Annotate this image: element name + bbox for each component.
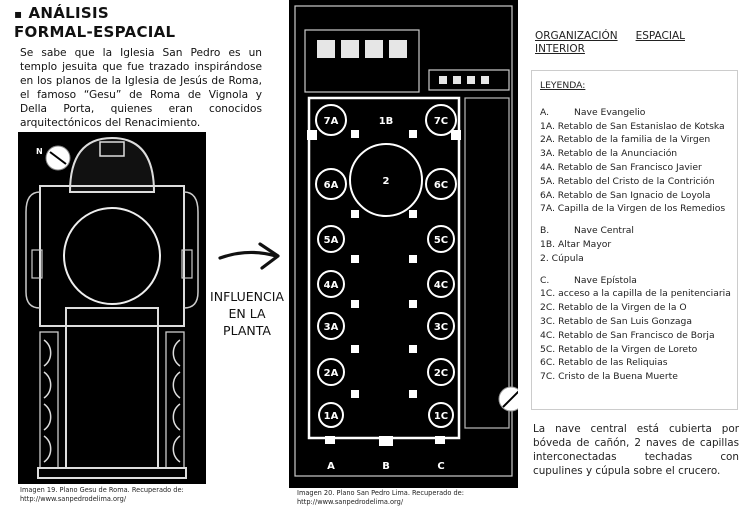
page-title: ANÁLISIS FORMAL-ESPACIAL [14, 4, 175, 41]
legend-group-a-head: A. Nave Evangelio [540, 106, 731, 120]
title-line-2: FORMAL-ESPACIAL [14, 23, 176, 41]
label-1C: 1C [434, 411, 448, 422]
legend-item: 2A. Retablo de la familia de la Virgen [540, 134, 711, 146]
legend-item: 6A. Retablo de San Ignacio de Loyola [540, 189, 711, 201]
legend-group-c-letter: C. [540, 274, 550, 286]
plan1-caption: Imagen 19. Plano Gesu de Roma. Recuperad… [20, 486, 184, 504]
plan2-caption-line2: http://www.sanpedrodelima.org/ [297, 498, 404, 506]
label-7C: 7C [434, 116, 448, 127]
org-heading-line2: INTERIOR [535, 43, 585, 55]
legend-item: 5C. Retablo de la Virgen de Loreto [540, 343, 698, 355]
legend-group-b-name: Nave Central [574, 225, 634, 237]
legend-item: 3C. Retablo de San Luis Gonzaga [540, 315, 693, 327]
label-2C: 2C [434, 368, 448, 379]
label-3A: 3A [324, 322, 339, 333]
label-1B: 1B [379, 116, 394, 127]
legend-group-c-name: Nave Epístola [574, 274, 637, 286]
legend-item: 1A. Retablo de San Estanislao de Kotska [540, 120, 725, 132]
influence-line2: EN LA [228, 306, 266, 321]
label-B: B [382, 461, 390, 472]
title-line-1: ANÁLISIS [14, 4, 175, 23]
label-C: C [437, 461, 444, 472]
label-4A: 4A [324, 280, 339, 291]
legend-item: 5A. Retablo del Cristo de la Contrición [540, 175, 715, 187]
legend-item: 1B. Altar Mayor [540, 238, 612, 250]
org-heading-word2: ESPACIAL [635, 30, 685, 42]
label-6C: 6C [434, 180, 448, 191]
compass-icon [498, 386, 524, 412]
gesu-plan-drawing: N [18, 132, 206, 484]
legend-box: LEYENDA: A. Nave Evangelio 1A. Retablo de… [531, 70, 738, 410]
label-5C: 5C [434, 235, 448, 246]
legend-item: 7C. Cristo de la Buena Muerte [540, 371, 678, 383]
org-heading: ORGANIZACIÓN ESPACIAL INTERIOR [535, 30, 685, 56]
legend-item: 2C. Retablo de la Virgen de la O [540, 302, 687, 314]
label-2A: 2A [324, 368, 339, 379]
legend-item: 4A. Retablo de San Francisco Javier [540, 161, 702, 173]
influence-label: INFLUENCIA EN LA PLANTA [204, 288, 290, 339]
san-pedro-floor-plan: 7A 1B 7C 6A 2 6C 5A 5C 4A 4C 3A 3C 2A 2C… [289, 0, 524, 488]
legend-group-a-letter: A. [540, 106, 550, 118]
legend-group-a-name: Nave Evangelio [574, 106, 646, 118]
org-heading-word1: ORGANIZACIÓN [535, 30, 618, 42]
legend-group-c-head: C. Nave Epístola [540, 274, 731, 288]
legend-item: 7A. Capilla de la Virgen de los Remedios [540, 203, 726, 215]
influence-line1: INFLUENCIA [210, 289, 284, 304]
label-4C: 4C [434, 280, 448, 291]
influence-arrow-icon [218, 238, 282, 276]
label-3C: 3C [434, 322, 448, 333]
legend-item: 6C. Retablo de las Reliquias [540, 357, 668, 369]
closing-paragraph: La nave central está cubierta por bóveda… [533, 423, 739, 477]
compass-n-label: N [36, 147, 43, 156]
legend-item: 2. Cúpula [540, 252, 584, 264]
plan1-caption-line2: http://www.sanpedrodelima.org/ [20, 495, 127, 503]
legend-title: LEYENDA: [540, 80, 586, 91]
legend-item: 1C. acceso a la capilla de la penitencia… [540, 288, 731, 300]
influence-line3: PLANTA [223, 323, 271, 338]
plan1-caption-line1: Imagen 19. Plano Gesu de Roma. Recuperad… [20, 486, 184, 494]
label-5A: 5A [324, 235, 339, 246]
legend-group-b-letter: B. [540, 225, 550, 237]
legend-item: 3A. Retablo de la Anunciación [540, 148, 678, 160]
label-1A: 1A [324, 411, 339, 422]
san-pedro-plan-drawing: 7A 1B 7C 6A 2 6C 5A 5C 4A 4C 3A 3C 2A 2C… [289, 0, 524, 488]
legend-group-b-head: B. Nave Central [540, 224, 731, 238]
label-2: 2 [383, 176, 390, 187]
intro-paragraph: Se sabe que la Iglesia San Pedro es un t… [20, 47, 262, 129]
label-7A: 7A [324, 116, 339, 127]
legend-item: 4C. Retablo de San Francisco de Borja [540, 329, 715, 341]
plan2-caption-line1: Imagen 20. Plano San Pedro Lima. Recuper… [297, 489, 464, 497]
compass-icon [45, 145, 71, 171]
label-6A: 6A [324, 180, 339, 191]
label-A: A [327, 461, 335, 472]
gesu-floor-plan: N [18, 132, 206, 484]
plan2-caption: Imagen 20. Plano San Pedro Lima. Recuper… [297, 489, 464, 507]
